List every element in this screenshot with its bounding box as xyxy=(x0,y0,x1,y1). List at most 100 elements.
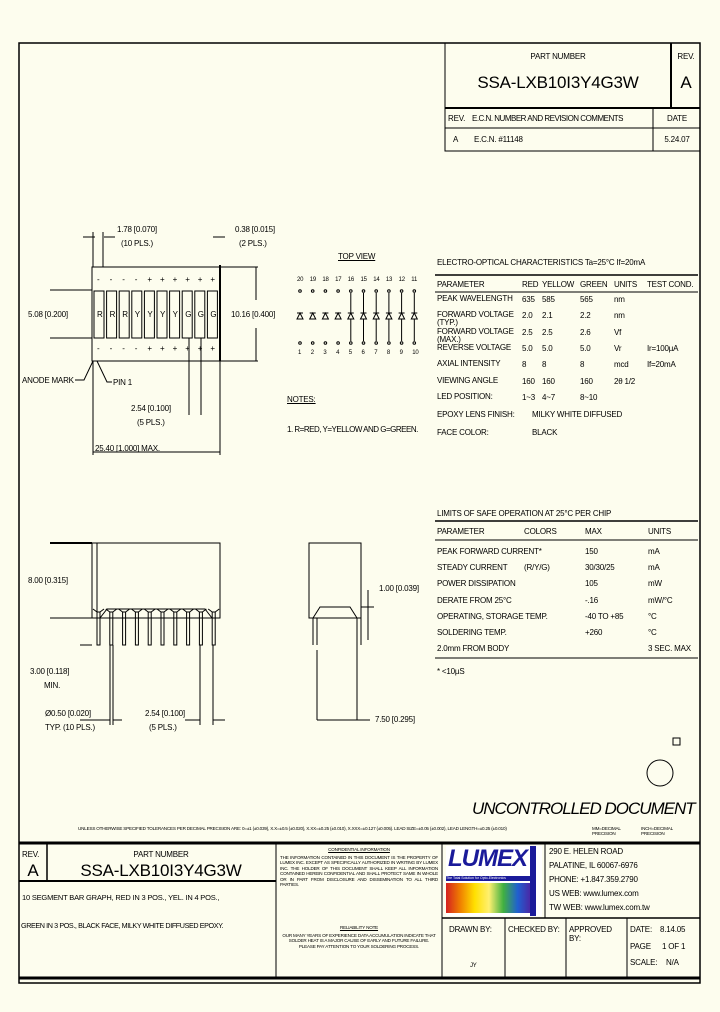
eo-cell: If=20mA xyxy=(647,360,676,370)
pin-number-bottom: 9 xyxy=(399,350,403,356)
eo-cell: VIEWING ANGLE xyxy=(437,375,498,385)
pin-dot xyxy=(412,289,417,293)
ecn-row-comment: E.C.N. #11148 xyxy=(474,135,523,144)
date-value: 8.14.05 xyxy=(660,925,686,934)
segment-box xyxy=(181,290,193,339)
ecn-row-date: 5.24.07 xyxy=(664,135,690,144)
diode-icon xyxy=(334,311,342,320)
so-header: PARAMETER xyxy=(437,527,485,536)
tolerance-note-mm: MM=DECIMAL PRECISION xyxy=(592,826,621,837)
eo-header: RED xyxy=(522,280,539,289)
tolerance-note: UNLESS OTHERWISE SPECIFIED TOLERANCES PE… xyxy=(78,826,507,831)
ecn-header-date: DATE xyxy=(667,114,687,123)
polarity-top: - xyxy=(134,275,138,284)
so-cell: 3 SEC. MAX xyxy=(648,644,691,654)
pin-number-top: 19 xyxy=(309,277,316,283)
dim-pitch: 1.78 [0.070] xyxy=(117,225,157,234)
checked-by-label: CHECKED BY: xyxy=(508,925,560,934)
rev-value: A xyxy=(680,73,692,92)
pin-dot xyxy=(349,341,353,345)
so-cell: mW/°C xyxy=(648,595,673,605)
eo-cell: 565 xyxy=(580,295,593,304)
pin-dot xyxy=(374,289,379,293)
eo-header: TEST COND. xyxy=(647,280,694,289)
eo-cell: nm xyxy=(614,311,625,321)
diode-icon xyxy=(321,311,330,320)
eo-header: PARAMETER xyxy=(437,280,485,289)
top-view-title: TOP VIEW xyxy=(338,252,376,261)
lumex-logo: LUMEX The Total Solution for Opto-Electr… xyxy=(446,846,542,916)
diode-icon xyxy=(410,311,419,320)
pin-dot xyxy=(399,289,404,293)
pin-dot xyxy=(387,341,391,345)
so-cell: 150 xyxy=(585,547,598,556)
bottom-rev: A xyxy=(27,861,39,880)
address-line: PHONE: +1.847.359.2790 xyxy=(549,875,638,884)
lead xyxy=(211,611,216,646)
so-header: UNITS xyxy=(648,527,672,536)
pin-number-top: 11 xyxy=(411,277,418,283)
dim-body: 8.00 [0.315] xyxy=(28,576,68,585)
dim-pitch-side-qty: (5 PLS.) xyxy=(149,723,177,732)
so-cell: STEADY CURRENT xyxy=(437,563,508,573)
lead xyxy=(147,611,152,646)
pin-dot xyxy=(336,341,340,345)
reliability-title: RELIABILITY NOTE xyxy=(339,925,379,930)
pin-number-top: 18 xyxy=(322,277,329,283)
polarity-bottom: - xyxy=(109,344,113,353)
diode-icon xyxy=(359,311,368,320)
so-cell: POWER DISSIPATION xyxy=(437,579,516,589)
polarity-bottom: + xyxy=(197,344,203,353)
segment-box xyxy=(156,290,168,339)
eo-cell: 2.1 xyxy=(542,311,553,321)
pin-dot xyxy=(361,341,366,345)
lead xyxy=(160,611,165,646)
segment-label: Y xyxy=(147,310,153,319)
dim-lead-pitch: 2.54 [0.100] xyxy=(131,404,171,413)
pin-number-bottom: 6 xyxy=(361,350,365,356)
segment-label: Y xyxy=(172,310,178,319)
diode-icon xyxy=(397,311,406,320)
pin-number-bottom: 3 xyxy=(323,350,327,356)
reliability-text: OUR MANY YEARS OF EXPERIENCE DATA ACCUMU… xyxy=(282,933,436,949)
polarity-top: + xyxy=(147,275,152,284)
diode-icon xyxy=(308,311,317,320)
pin-number-bottom: 2 xyxy=(310,350,314,356)
pin-dot xyxy=(298,341,302,345)
pin-number-bottom: 7 xyxy=(374,350,378,356)
so-cell: °C xyxy=(648,628,657,637)
dim-lead: 3.00 [0.118] xyxy=(30,667,70,676)
dim-length: 25.40 [1.000] MAX. xyxy=(95,444,160,453)
dim-lead-min: MIN. xyxy=(44,681,61,690)
so-header: MAX xyxy=(585,527,602,536)
so-cell: DERATE FROM 25°C xyxy=(437,595,512,605)
safe-footnote: * <10µS xyxy=(437,667,465,676)
part-number-label: PART NUMBER xyxy=(530,52,586,61)
polarity-bottom: + xyxy=(147,344,152,353)
lead xyxy=(173,611,178,646)
bottom-rev-label: REV. xyxy=(22,850,40,859)
polarity-top: - xyxy=(97,275,100,284)
segment-label: G xyxy=(210,310,217,319)
so-cell: °C xyxy=(648,611,657,621)
eo-cell: mcd xyxy=(614,360,629,370)
eo-cell: FORWARD VOLTAGE (TYP.) xyxy=(437,310,514,328)
eo-cell: 2.5 xyxy=(542,327,553,337)
eo-cell: 2.0 xyxy=(522,311,533,321)
diode-icon xyxy=(372,311,381,320)
eo-cell: 2.5 xyxy=(522,327,533,337)
polarity-bottom: - xyxy=(122,344,125,353)
diode-icon xyxy=(296,311,304,320)
segment-label: Y xyxy=(134,310,140,319)
pin-number-top: 16 xyxy=(347,277,355,283)
segment-box xyxy=(143,290,155,339)
segment-box xyxy=(118,290,130,339)
dim-pitch-qty: (10 PLS.) xyxy=(121,239,153,248)
dim-edge: 0.38 [0.015] xyxy=(235,225,275,234)
logo-tagline: The Total Solution for Opto-Electronics xyxy=(446,876,532,881)
dim-standoff: 1.00 [0.039] xyxy=(379,584,419,593)
confidential-text: THE INFORMATION CONTAINED IN THIS DOCUME… xyxy=(280,855,438,888)
eo-cell: 2.2 xyxy=(580,311,591,321)
ecn-row-rev: A xyxy=(453,135,459,144)
pin-dot xyxy=(310,289,315,293)
